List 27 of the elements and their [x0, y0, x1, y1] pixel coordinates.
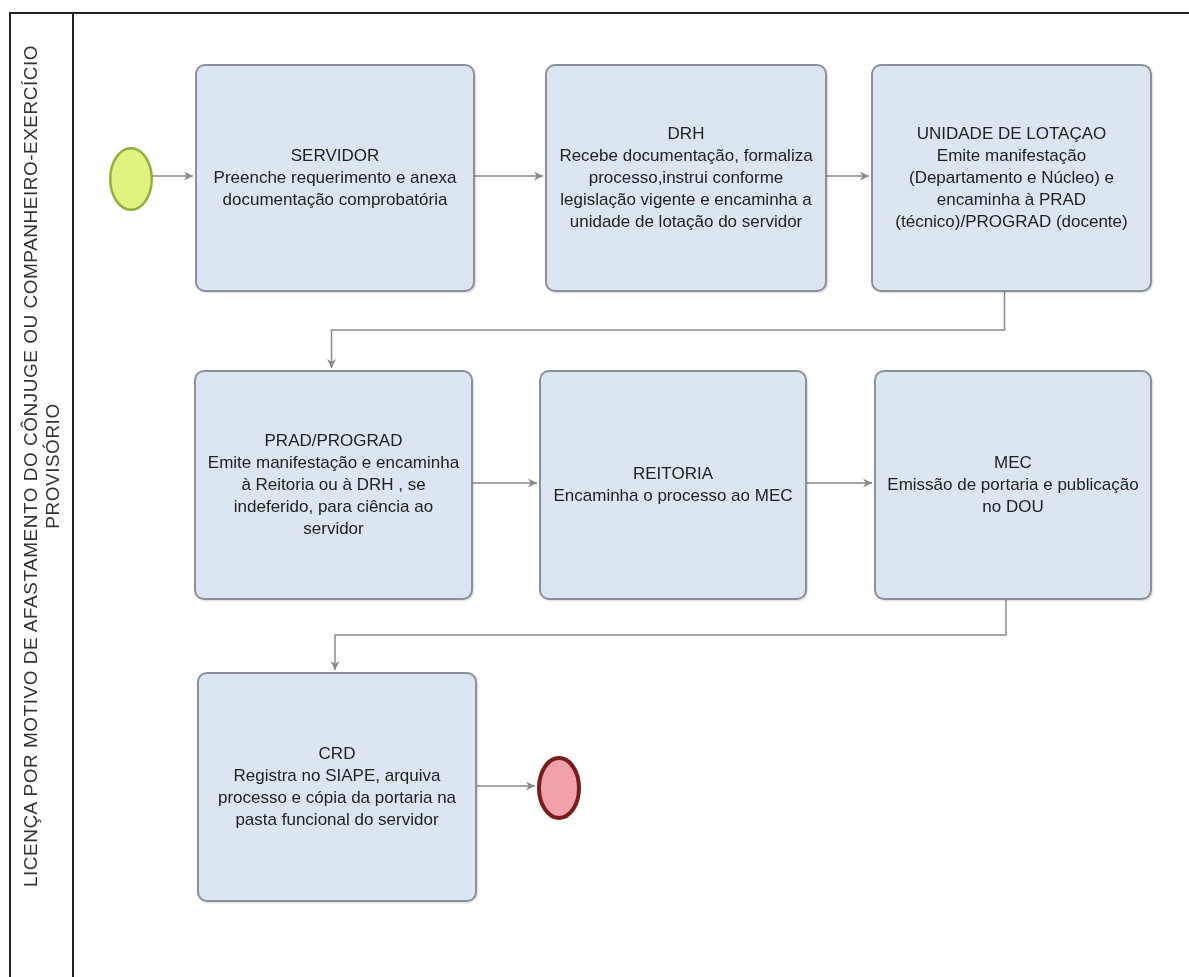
box-description: Preenche requerimento e anexa documentação comprobatória: [212, 167, 458, 211]
swimlane: [9, 12, 1189, 977]
arrow: [327, 289, 1006, 369]
box-heading: MEC: [994, 452, 1032, 474]
lane-heading: LICENÇA POR MOTIVO DE AFASTAMENTO DO CÔNJUGE OU COMPANHEIRO-EXERCÍCIO PROVISÓRIO: [20, 43, 64, 890]
process-box: [195, 64, 475, 292]
box-description: Registra no SIAPE, arquiva processo e cópia da portaria na pasta funcional do servidor: [216, 765, 458, 831]
process-box: [545, 64, 827, 292]
end-event-circle: [537, 756, 581, 820]
box-description: Emissão de portaria e publicação no DOU: [886, 474, 1140, 518]
box-description: Recebe documentação, formaliza processo,instrui conforme legislação vigente e encaminha a unidade de lotação do servidor: [558, 145, 814, 233]
process-box: [874, 370, 1152, 600]
start-event-circle: [109, 147, 153, 211]
process-box: [197, 672, 477, 902]
process-box: [871, 64, 1152, 292]
box-heading: REITORIA: [633, 463, 713, 485]
arrow: [330, 597, 1007, 671]
box-description: Emite manifestação (Departamento e Núcleo) e encaminha à PRAD (técnico)/PROGRAD (docente): [894, 145, 1129, 233]
box-heading: CRD: [318, 743, 356, 765]
box-heading: SERVIDOR: [290, 145, 380, 167]
box-heading: PRAD/PROGRAD: [264, 430, 403, 452]
box-description: Emite manifestação e encaminha à Reitoria ou à DRH , se indeferido, para ciência ao servidor: [206, 452, 461, 540]
box-heading: DRH: [667, 123, 705, 145]
process-box: [194, 370, 473, 600]
box-heading: UNIDADE DE LOTAÇAO: [916, 123, 1107, 145]
box-description: Encaminha o processo ao MEC: [553, 485, 793, 507]
process-box: [539, 370, 807, 600]
